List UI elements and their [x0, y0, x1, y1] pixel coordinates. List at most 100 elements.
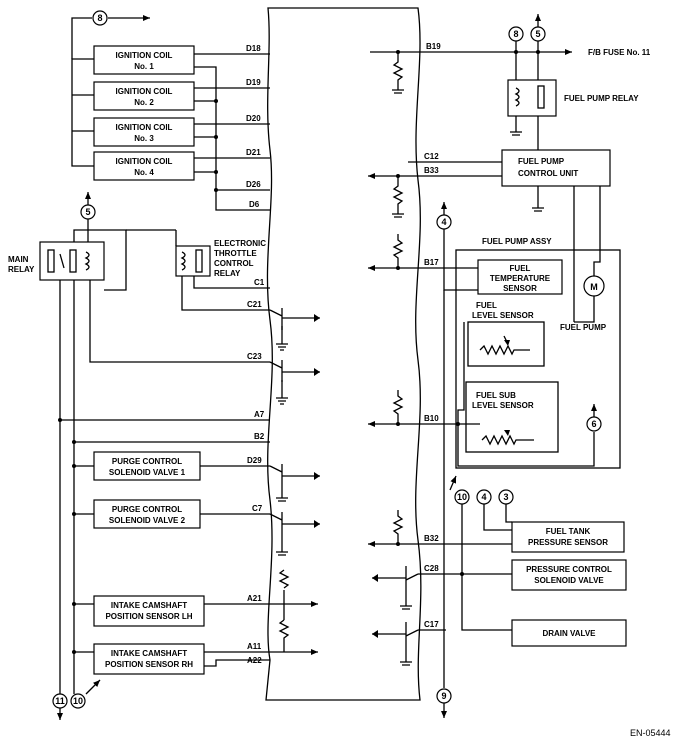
ecu-body — [265, 7, 422, 701]
fuel-pump-motor: M — [574, 260, 605, 323]
svg-text:C28: C28 — [424, 564, 439, 573]
pressure-control-solenoid-valve: PRESSURE CONTROL SOLENOID VALVE — [511, 559, 627, 591]
svg-text:CONTROL: CONTROL — [214, 259, 254, 268]
svg-text:D29: D29 — [247, 456, 262, 465]
svg-text:RELAY: RELAY — [214, 269, 241, 278]
svg-text:LEVEL SENSOR: LEVEL SENSOR — [472, 401, 534, 410]
svg-text:6: 6 — [591, 419, 596, 429]
svg-text:FUEL PUMP ASSY: FUEL PUMP ASSY — [482, 237, 552, 246]
main-relay — [39, 241, 105, 281]
svg-text:FUEL SUB: FUEL SUB — [476, 391, 516, 400]
purge-control-valve-2: PURGE CONTROL SOLENOID VALVE 2 — [93, 499, 201, 529]
drain-valve: DRAIN VALVE — [511, 619, 627, 647]
svg-text:MAIN: MAIN — [8, 255, 29, 264]
svg-text:CONTROL UNIT: CONTROL UNIT — [518, 169, 578, 178]
svg-text:4: 4 — [481, 492, 486, 502]
fuel-level-sensor — [467, 321, 545, 367]
svg-text:SOLENOID VALVE: SOLENOID VALVE — [534, 576, 604, 585]
purge-control-valve-1: PURGE CONTROL SOLENOID VALVE 1 — [93, 451, 201, 481]
svg-text:IGNITION COIL: IGNITION COIL — [116, 51, 173, 60]
svg-text:5: 5 — [85, 207, 90, 217]
svg-text:C1: C1 — [254, 278, 265, 287]
svg-text:PRESSURE SENSOR: PRESSURE SENSOR — [528, 538, 608, 547]
svg-text:POSITION SENSOR LH: POSITION SENSOR LH — [105, 612, 192, 621]
svg-text:POSITION SENSOR RH: POSITION SENSOR RH — [105, 660, 193, 669]
svg-text:A7: A7 — [254, 410, 265, 419]
svg-text:INTAKE CAMSHAFT: INTAKE CAMSHAFT — [111, 649, 187, 658]
svg-text:C12: C12 — [424, 152, 439, 161]
svg-text:FUEL: FUEL — [476, 301, 497, 310]
svg-text:THROTTLE: THROTTLE — [214, 249, 257, 258]
svg-text:SOLENOID VALVE 1: SOLENOID VALVE 1 — [109, 468, 186, 477]
svg-text:11: 11 — [55, 696, 65, 706]
ignition-coil-3: IGNITION COIL No. 3 — [93, 117, 195, 147]
svg-text:C21: C21 — [247, 300, 262, 309]
svg-text:C17: C17 — [424, 620, 439, 629]
ignition-coil-1: IGNITION COIL No. 1 — [93, 45, 195, 75]
svg-text:IGNITION COIL: IGNITION COIL — [116, 157, 173, 166]
svg-text:D6: D6 — [249, 200, 260, 209]
figure-code: EN-05444 — [630, 728, 671, 738]
svg-text:FUEL: FUEL — [510, 264, 531, 273]
intake-camshaft-sensor-rh: INTAKE CAMSHAFT POSITION SENSOR RH — [93, 643, 205, 675]
svg-text:D26: D26 — [246, 180, 261, 189]
svg-text:B33: B33 — [424, 166, 439, 175]
svg-text:FUEL PUMP: FUEL PUMP — [560, 323, 607, 332]
svg-text:SENSOR: SENSOR — [503, 284, 537, 293]
svg-text:5: 5 — [535, 29, 540, 39]
svg-text:IGNITION COIL: IGNITION COIL — [116, 87, 173, 96]
fuel-tank-pressure-sensor: FUEL TANK PRESSURE SENSOR — [511, 521, 625, 553]
svg-text:9: 9 — [441, 691, 446, 701]
fuel-sub-level-sensor — [465, 381, 559, 453]
intake-camshaft-sensor-lh: INTAKE CAMSHAFT POSITION SENSOR LH — [93, 595, 205, 627]
svg-text:FUEL PUMP RELAY: FUEL PUMP RELAY — [564, 94, 639, 103]
svg-text:D20: D20 — [246, 114, 261, 123]
svg-text:FUEL TANK: FUEL TANK — [546, 527, 591, 536]
svg-text:ELECTRONIC: ELECTRONIC — [214, 239, 266, 248]
svg-text:8: 8 — [513, 29, 518, 39]
transistor-c23 — [269, 360, 320, 405]
fuel-pump-control-unit: FUEL PUMP CONTROL UNIT — [501, 149, 611, 187]
svg-text:A22: A22 — [247, 656, 262, 665]
svg-text:INTAKE CAMSHAFT: INTAKE CAMSHAFT — [111, 601, 187, 610]
svg-text:FUEL PUMP: FUEL PUMP — [518, 157, 565, 166]
svg-text:A21: A21 — [247, 594, 262, 603]
svg-text:IGNITION COIL: IGNITION COIL — [116, 123, 173, 132]
svg-text:No. 4: No. 4 — [134, 168, 154, 177]
svg-text:SOLENOID VALVE 2: SOLENOID VALVE 2 — [109, 516, 186, 525]
svg-text:TEMPERATURE: TEMPERATURE — [490, 274, 551, 283]
svg-text:M: M — [590, 282, 598, 292]
etc-relay — [175, 245, 211, 277]
svg-text:4: 4 — [441, 217, 446, 227]
svg-text:No. 1: No. 1 — [134, 62, 154, 71]
svg-text:D21: D21 — [246, 148, 261, 157]
svg-text:B19: B19 — [426, 42, 441, 51]
svg-text:10: 10 — [457, 492, 467, 502]
svg-text:DRAIN VALVE: DRAIN VALVE — [542, 629, 596, 638]
svg-text:B17: B17 — [424, 258, 439, 267]
svg-text:PRESSURE CONTROL: PRESSURE CONTROL — [526, 565, 612, 574]
svg-text:B10: B10 — [424, 414, 439, 423]
svg-text:8: 8 — [97, 13, 102, 23]
svg-text:C7: C7 — [252, 504, 263, 513]
svg-text:PURGE CONTROL: PURGE CONTROL — [112, 505, 182, 514]
svg-text:C23: C23 — [247, 352, 262, 361]
svg-text:No. 3: No. 3 — [134, 134, 154, 143]
fuel-temperature-sensor: FUEL TEMPERATURE SENSOR — [477, 259, 563, 295]
svg-text:LEVEL SENSOR: LEVEL SENSOR — [472, 311, 534, 320]
transistor-c21 — [269, 308, 320, 351]
svg-text:B2: B2 — [254, 432, 265, 441]
svg-text:No. 2: No. 2 — [134, 98, 154, 107]
fuel-pump-assy — [455, 249, 621, 469]
ignition-coil-2: IGNITION COIL No. 2 — [93, 81, 195, 111]
svg-text:A11: A11 — [247, 642, 262, 651]
svg-text:B32: B32 — [424, 534, 439, 543]
svg-text:RELAY: RELAY — [8, 265, 35, 274]
svg-text:F/B FUSE No. 11: F/B FUSE No. 11 — [588, 48, 651, 57]
svg-text:10: 10 — [73, 696, 83, 706]
ignition-coil-4: IGNITION COIL No. 4 — [93, 151, 195, 181]
svg-text:D19: D19 — [246, 78, 261, 87]
fuel-pump-relay — [507, 79, 557, 117]
svg-text:D18: D18 — [246, 44, 261, 53]
